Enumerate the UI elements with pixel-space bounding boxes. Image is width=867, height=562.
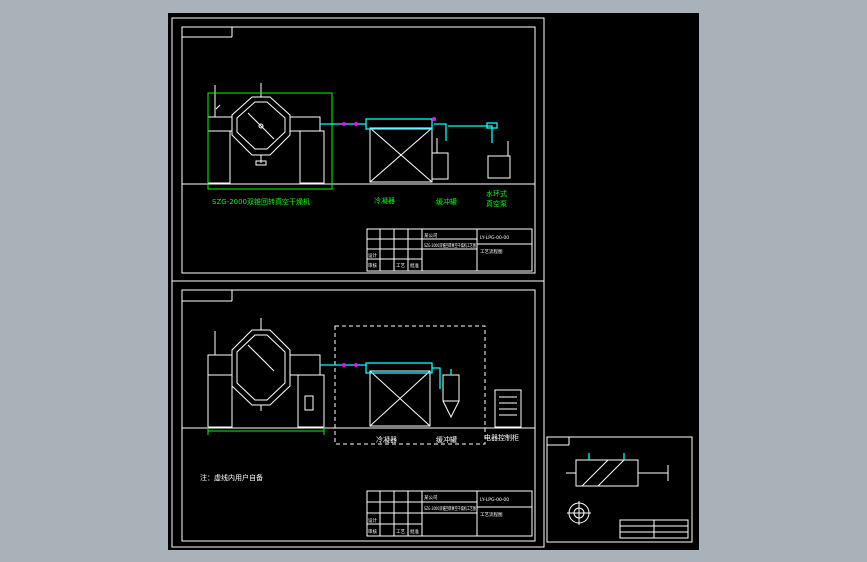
tb-top-row-3: 工艺	[396, 263, 405, 269]
caption-pump-line2: 真空泵	[486, 199, 507, 208]
caption-dryer: SZG-2000双锥回转真空干燥机	[212, 197, 310, 206]
valves	[342, 117, 436, 367]
dryer-top	[207, 83, 325, 184]
tb-top-company: 某公司	[424, 233, 438, 239]
tb-bottom-title: SZG-2000双锥回转真空干燥机工艺图	[424, 505, 476, 512]
tb-top-sheet-label: 工艺流程图	[480, 248, 503, 255]
tb-top-row-4: 批准	[410, 262, 419, 269]
tb-top-number: LY-LPG-00-00	[480, 235, 509, 241]
detail-vessel	[566, 459, 669, 525]
drawing-canvas: SZG-2000双锥回转真空干燥机 冷凝器 缓冲罐 水环式 真空泵 冷凝器 缓冲…	[171, 17, 693, 548]
tb-top-row-2: 审核	[368, 262, 377, 269]
caption-control-cabinet: 电器控制柜	[484, 433, 519, 442]
detail-title-block	[619, 519, 689, 539]
control-cabinet	[494, 389, 522, 428]
note-user-supplied: 注：虚线内用户自备	[200, 473, 263, 482]
dimension-lines	[207, 92, 333, 435]
user-supplied-boundary	[334, 325, 486, 445]
condenser-top	[369, 127, 433, 183]
caption-receiver-top: 缓冲罐	[436, 197, 457, 206]
receiver-bottom	[442, 374, 460, 419]
title-block-top-grid	[366, 228, 533, 272]
caption-receiver-bottom: 缓冲罐	[436, 435, 457, 444]
condenser-bottom	[369, 370, 431, 427]
tb-top-row-1: 设计	[368, 252, 377, 259]
caption-condenser-bottom: 冷凝器	[376, 435, 397, 444]
tb-bottom-number: LY-LPG-00-00	[480, 497, 509, 503]
drawing-sheet[interactable]: SZG-2000双锥回转真空干燥机 冷凝器 缓冲罐 水环式 真空泵 冷凝器 缓冲…	[168, 13, 699, 550]
dryer-bottom	[207, 318, 325, 428]
tb-bottom-row-3: 工艺	[396, 529, 405, 535]
tb-bottom-row-2: 审核	[368, 528, 377, 535]
panel-bottom	[181, 289, 536, 542]
tb-top-title: SZG-2000双锥回转真空干燥机工艺图	[424, 242, 476, 249]
tb-bottom-sheet-label: 工艺流程图	[480, 511, 503, 518]
frame-main	[171, 17, 545, 548]
tb-bottom-row-4: 批准	[410, 528, 419, 535]
pump-top	[487, 141, 511, 179]
receiver-top	[431, 138, 449, 180]
panel-detail	[546, 436, 693, 543]
tb-bottom-row-1: 设计	[368, 517, 377, 524]
panel-top	[181, 26, 536, 274]
caption-condenser-top: 冷凝器	[374, 196, 395, 205]
caption-pump-line1: 水环式	[486, 189, 507, 198]
tb-bottom-company: 某公司	[424, 495, 438, 501]
title-block-bottom-grid	[366, 490, 533, 537]
